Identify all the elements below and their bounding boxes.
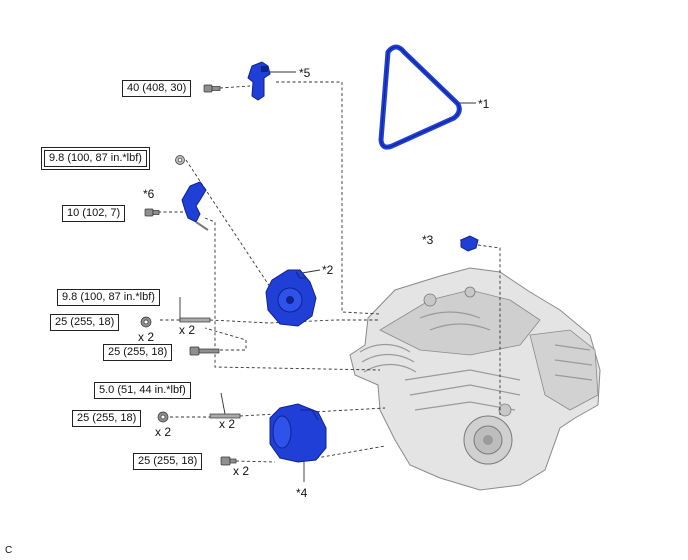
alternator-part-2 [265, 269, 317, 327]
torque-label-5-0-stud: 5.0 (51, 44 in.*lbf) [94, 382, 191, 399]
quantity-nut-upper: x 2 [138, 330, 155, 344]
engine-assembly [349, 267, 601, 491]
stud-50 [209, 413, 241, 419]
quantity-stud-lower: x 2 [219, 417, 236, 431]
torque-label-9-8-stud: 9.8 (100, 87 in.*lbf) [57, 289, 160, 306]
bracket-part-5 [247, 61, 271, 101]
callout-part-1: *1 [478, 97, 490, 111]
figure-code: C [5, 545, 13, 556]
bolt-40 [203, 84, 221, 93]
nut-98a [175, 155, 185, 165]
quantity-nut-lower: x 2 [155, 425, 172, 439]
clamp-part-6 [181, 181, 209, 231]
stud-98b [179, 317, 211, 323]
torque-label-25-nut-lower: 25 (255, 18) [72, 410, 142, 427]
nut-25a [140, 316, 152, 328]
torque-label-10: 10 (102, 7) [62, 205, 126, 222]
torque-label-25-bolt-lower: 25 (255, 18) [133, 453, 203, 470]
callout-part-5: *5 [299, 66, 311, 80]
torque-label-40: 40 (408, 30) [122, 80, 192, 97]
bolt-25b [189, 346, 220, 356]
fasteners [140, 84, 241, 466]
callout-part-3: *3 [422, 233, 434, 247]
callout-part-2: *2 [322, 263, 334, 277]
callout-part-6: *6 [143, 187, 155, 201]
part-3 [460, 235, 479, 252]
torque-label-9-8-nut: 9.8 (100, 87 in.*lbf) [41, 147, 150, 170]
quantity-bolt-lower: x 2 [233, 464, 250, 478]
compressor-part-4 [269, 403, 327, 463]
quantity-stud-upper: x 2 [179, 323, 196, 337]
torque-label-25-bolt-upper: 25 (255, 18) [103, 344, 173, 361]
bolt-10 [144, 208, 160, 217]
torque-label-25-nut-upper: 25 (255, 18) [50, 314, 120, 331]
nut-25c [157, 411, 169, 423]
bolt-25d [220, 456, 237, 466]
drive-belt [378, 44, 462, 150]
callout-part-4: *4 [296, 486, 308, 500]
